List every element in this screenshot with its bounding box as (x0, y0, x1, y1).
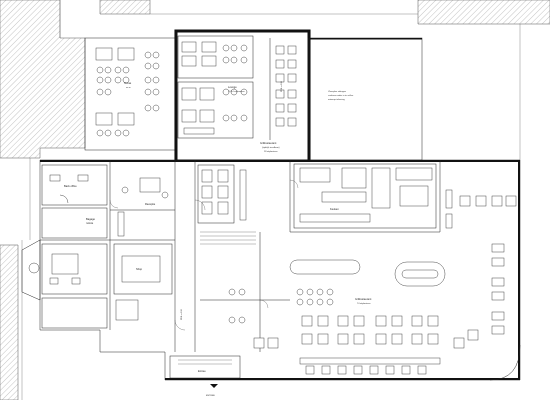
terras-area: Terras xx m (84, 37, 176, 151)
grill-main-name: Grillrestaurant (355, 297, 372, 301)
lounge-sub: 12-14 zitplaatsen (228, 90, 245, 93)
grill-main-area: Grillrestaurant 74 zitplaatsen PEIL +4.0… (181, 189, 517, 375)
receptie-area: Receptie (117, 177, 169, 237)
back-office-name: Back office (64, 184, 77, 188)
grill-top-sub2: 28 zitplaatsen (264, 150, 278, 153)
lounge-note-2: conform nader in te vullen (328, 94, 354, 97)
suite-area (28, 243, 108, 329)
keuken-area: Keuken (293, 163, 437, 229)
peil-bottom: PEIL +4.00 (181, 308, 183, 320)
bagage-line2: ruimte (86, 221, 94, 225)
building-walls (21, 29, 521, 381)
terras-name: Terras (124, 81, 132, 85)
grill-top-name: Grillrestaurant (260, 141, 277, 145)
lounge-note-1: Vloerplan zittingen (328, 90, 347, 93)
lounge-note-3: ontwerp tekening (328, 98, 345, 101)
shop-area: Shop (113, 243, 173, 321)
entree-inner-name: Entree (198, 369, 206, 373)
grill-top-area: PEIL +4.00 Grillrestaurant (tijdelijk in… (260, 38, 354, 153)
terras-sub: xx m (126, 87, 131, 89)
entree-label: ENTREE (206, 395, 215, 397)
lounge-area: Lounge 12-14 zitplaatsen (177, 35, 254, 139)
core-area (197, 164, 256, 245)
back-office-area: Back office Bagage ruimte (41, 164, 108, 239)
lounge-name: Lounge (228, 85, 237, 89)
shop-name: Shop (136, 267, 143, 271)
keuken-name: Keuken (330, 207, 339, 211)
doors (109, 179, 299, 331)
entree-arrow-icon (210, 384, 218, 388)
peil-top: PEIL +4.00 (281, 80, 283, 92)
grill-main-sub: 74 zitplaatsen (357, 302, 371, 305)
receptie-name: Receptie (145, 202, 156, 206)
grill-top-sub1: (tijdelijk invulbaar) (262, 146, 280, 149)
bagage-line1: Bagage (86, 217, 96, 221)
entree-area: Entree ENTREE (169, 355, 241, 397)
